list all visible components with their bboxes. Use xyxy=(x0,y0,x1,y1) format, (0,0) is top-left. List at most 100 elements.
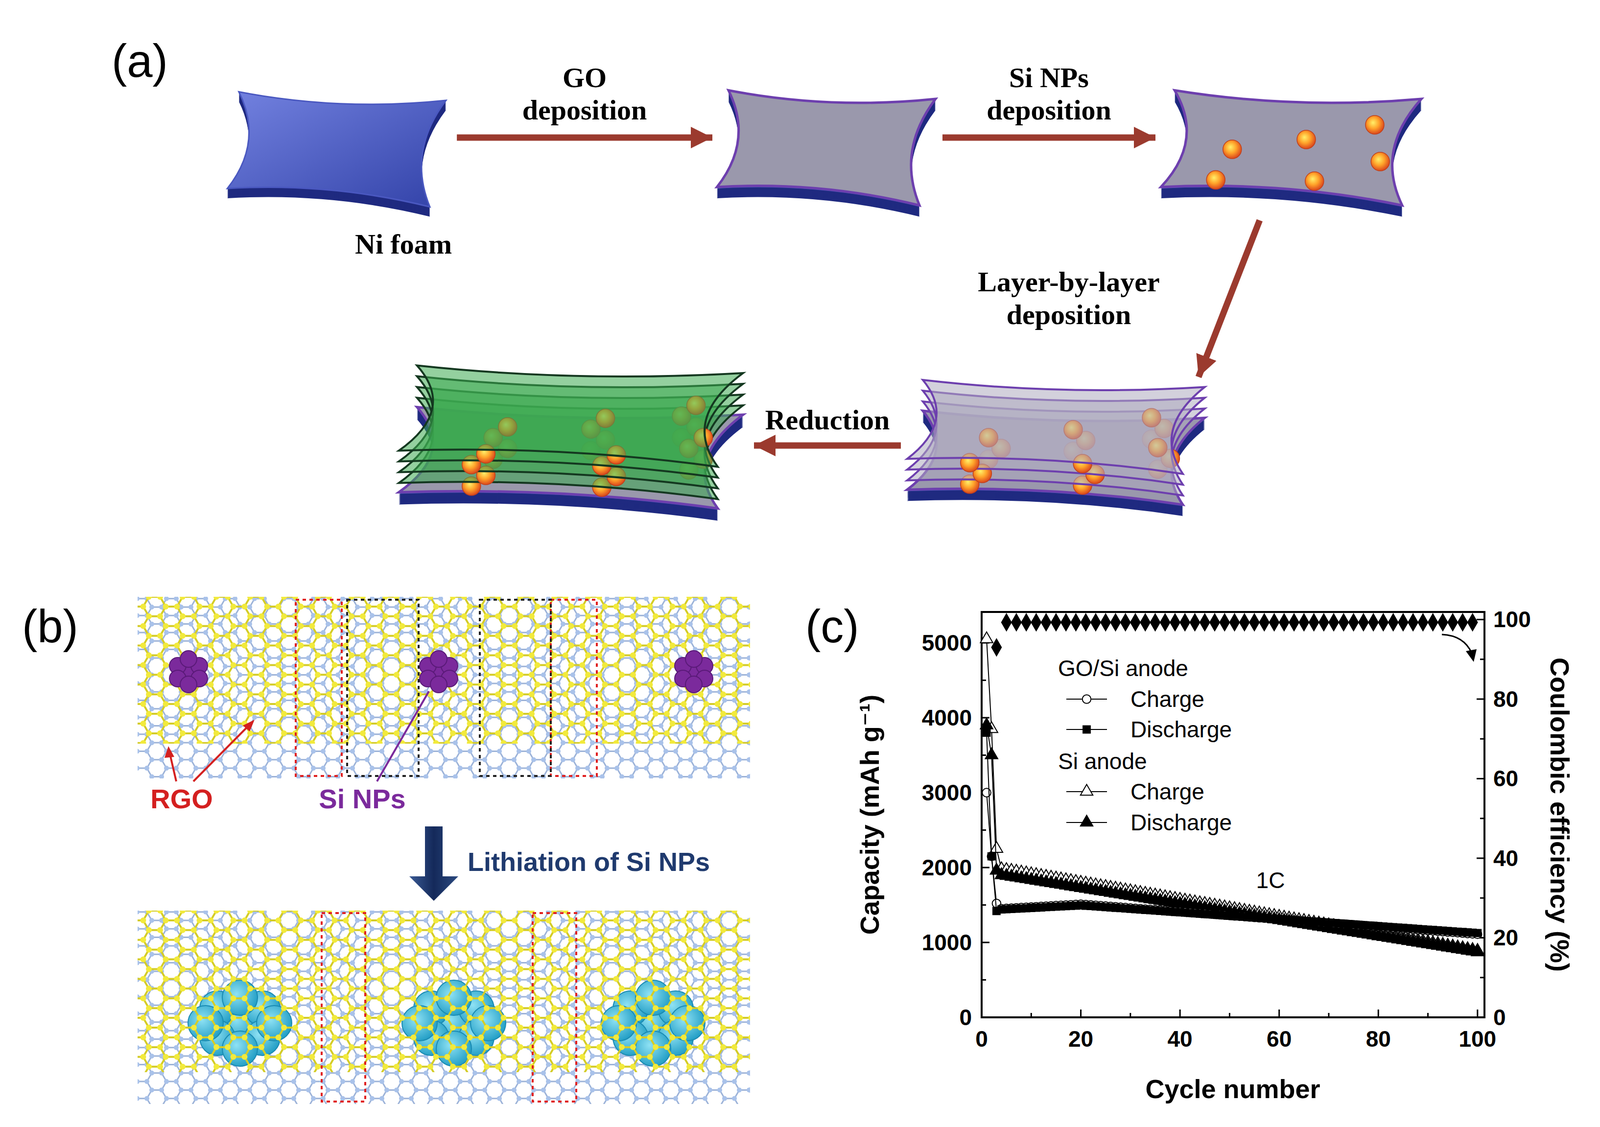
graphene-before xyxy=(179,730,186,737)
graphene-before xyxy=(174,642,181,649)
graphene-after xyxy=(137,926,140,932)
graphene-before xyxy=(618,710,625,717)
graphene-before xyxy=(423,774,429,779)
graphene-before xyxy=(560,638,566,644)
graphene-before xyxy=(673,765,679,771)
graphene-before xyxy=(686,596,693,600)
graphene-after xyxy=(291,977,297,983)
graphene-before xyxy=(252,681,258,686)
graphene-before xyxy=(369,748,375,754)
graphene-before xyxy=(232,765,238,771)
graphene-before xyxy=(703,642,710,649)
graphene-before xyxy=(737,701,744,707)
graphene-before xyxy=(461,633,468,639)
graphene-before xyxy=(393,730,400,737)
graphene-before xyxy=(575,630,581,636)
graphene-before xyxy=(528,671,535,678)
graphene-before xyxy=(614,731,620,737)
graphene-before xyxy=(663,647,669,653)
graphene-before xyxy=(178,774,184,779)
graphene-before xyxy=(714,661,721,668)
graphene-before xyxy=(575,612,581,618)
graphene-before xyxy=(444,720,451,727)
graphene-before xyxy=(296,757,302,763)
graphene-before xyxy=(678,706,683,712)
graphene-before xyxy=(602,720,609,727)
graphene-after xyxy=(232,910,238,915)
graphene-after xyxy=(310,1079,316,1084)
graphene-after xyxy=(335,951,341,957)
graphene-before xyxy=(193,765,199,771)
graphene-before xyxy=(457,663,463,669)
graphene-before xyxy=(208,689,213,695)
graphene-after xyxy=(340,1028,346,1034)
graphene-after xyxy=(164,910,169,915)
graphene-before xyxy=(438,612,444,618)
graphene-before xyxy=(703,623,710,630)
graphene-before xyxy=(534,623,541,630)
graphene-before xyxy=(457,765,463,771)
graphene-before xyxy=(720,613,727,620)
graphene-before xyxy=(320,748,326,754)
graphene-before xyxy=(164,765,169,771)
graphene-before xyxy=(517,671,524,678)
graphene-before xyxy=(687,774,693,779)
graphene-before xyxy=(635,623,642,630)
graphene-before xyxy=(314,671,321,678)
graphene-before xyxy=(687,706,693,712)
graphene-before xyxy=(526,698,532,704)
graphene-before xyxy=(663,681,669,686)
graphene-before xyxy=(669,603,676,610)
graphene-before xyxy=(452,757,458,763)
graphene-after xyxy=(222,1079,228,1084)
graphene-before xyxy=(634,765,639,771)
graphene-before xyxy=(394,757,400,763)
graphene-before xyxy=(376,642,383,649)
graphene-after xyxy=(354,935,360,941)
graphene-after xyxy=(159,1087,165,1093)
graphene-after xyxy=(188,1087,194,1093)
graphene-before xyxy=(512,740,518,744)
graphene-before xyxy=(697,613,704,620)
graphene-before xyxy=(618,613,625,620)
graphene-before xyxy=(149,740,155,746)
graphene-before xyxy=(365,603,372,610)
graphene-after xyxy=(173,943,179,949)
graphene-before xyxy=(551,691,558,698)
graphene-before xyxy=(331,681,338,688)
graphene-before xyxy=(585,691,591,698)
graphene-before xyxy=(325,757,331,763)
graphene-before xyxy=(687,757,693,763)
graphene-before xyxy=(410,642,417,649)
graphene-before xyxy=(737,720,744,727)
graphene-before xyxy=(408,748,414,754)
graphene-before xyxy=(309,661,316,668)
graphene-before xyxy=(585,730,591,737)
graphene-before xyxy=(494,691,501,698)
graphene-before xyxy=(669,623,676,630)
graphene-before xyxy=(224,633,231,639)
graphene-before xyxy=(369,765,375,771)
graphene-after xyxy=(232,1096,238,1102)
graphene-after xyxy=(106,878,787,1127)
graphene-before xyxy=(359,613,366,620)
graphene-before xyxy=(140,701,147,707)
graphene-before xyxy=(467,714,473,720)
graphene-before xyxy=(494,633,501,639)
graphene-after xyxy=(369,943,375,949)
graphene-before xyxy=(634,748,639,754)
graphene-before xyxy=(247,671,254,678)
graphene-before xyxy=(196,623,203,630)
graphene-before xyxy=(483,613,490,620)
graphene-after xyxy=(423,935,429,941)
graphene-before xyxy=(350,698,355,704)
graphene-before xyxy=(560,723,566,729)
graphene-after xyxy=(369,1079,375,1084)
graphene-after xyxy=(188,1053,194,1059)
graphene-before xyxy=(350,663,355,669)
graphene-after xyxy=(137,1011,140,1017)
graphene-before xyxy=(410,740,417,744)
graphene-after xyxy=(340,1079,346,1084)
graphene-before xyxy=(541,638,546,644)
graphene-before xyxy=(629,723,635,729)
